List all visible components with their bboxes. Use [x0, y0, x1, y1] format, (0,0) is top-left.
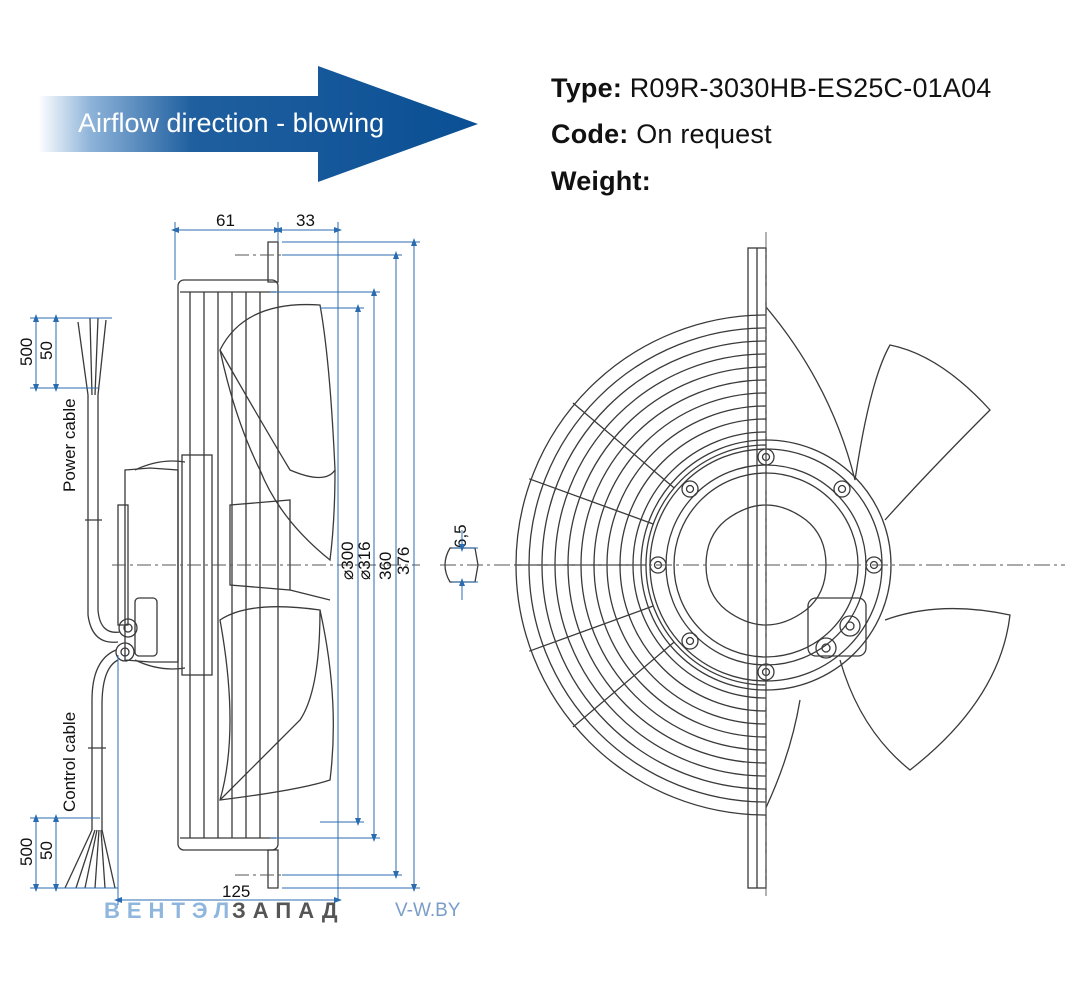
code-label: Code:: [551, 119, 629, 149]
control-cable-label: Control cable: [60, 712, 79, 812]
type-value: R09R-3030HB-ES25C-01A04: [629, 73, 992, 103]
guard-spoke: [528, 478, 654, 525]
bolt-hole: [685, 484, 695, 494]
power-cable-label: Power cable: [60, 398, 79, 492]
front-dimension: [452, 530, 478, 600]
dim-control-50: 50: [37, 841, 56, 860]
dimension-labels: 61 33 125 ⌀300 ⌀316 360 376 6,5 500 50 5…: [17, 211, 470, 901]
side-dimensions: [30, 222, 420, 905]
guard-spoke: [528, 605, 654, 652]
guard-spoke: [572, 641, 675, 728]
bolt-icon: [833, 480, 851, 498]
dim-power-500: 500: [17, 338, 36, 366]
dim-61: 61: [216, 211, 235, 230]
type-row: Type: R09R-3030HB-ES25C-01A04: [551, 73, 992, 104]
dim-125: 125: [222, 882, 250, 901]
code-value: On request: [636, 119, 772, 149]
airflow-arrow: Airflow direction - blowing: [38, 66, 478, 182]
dim-33: 33: [296, 211, 315, 230]
dim-power-50: 50: [37, 341, 56, 360]
bolt-icon: [681, 480, 699, 498]
dim-360: 360: [376, 552, 395, 580]
front-centerlines: [440, 232, 1065, 900]
bolt-hole: [837, 484, 847, 494]
type-label: Type:: [551, 73, 623, 103]
dim-control-500: 500: [17, 838, 36, 866]
dim-376: 376: [394, 547, 413, 575]
airflow-label: Airflow direction - blowing: [78, 108, 384, 138]
watermark-part2: ЗАПАД: [232, 898, 345, 923]
weight-label: Weight:: [551, 166, 651, 196]
dim-316: ⌀316: [355, 541, 374, 580]
guard-spoke: [572, 402, 675, 489]
watermark-part1: ВЕНТЭЛ: [104, 898, 237, 923]
bolt-icon: [681, 632, 699, 650]
dim-6-5: 6,5: [451, 524, 470, 548]
bolt-hole: [685, 636, 695, 646]
watermark-site: V-W.BY: [395, 900, 461, 921]
weight-row: Weight:: [551, 166, 651, 197]
fan-front-view: [444, 247, 1011, 889]
code-row: Code: On request: [551, 119, 772, 150]
dim-300: ⌀300: [338, 541, 357, 580]
